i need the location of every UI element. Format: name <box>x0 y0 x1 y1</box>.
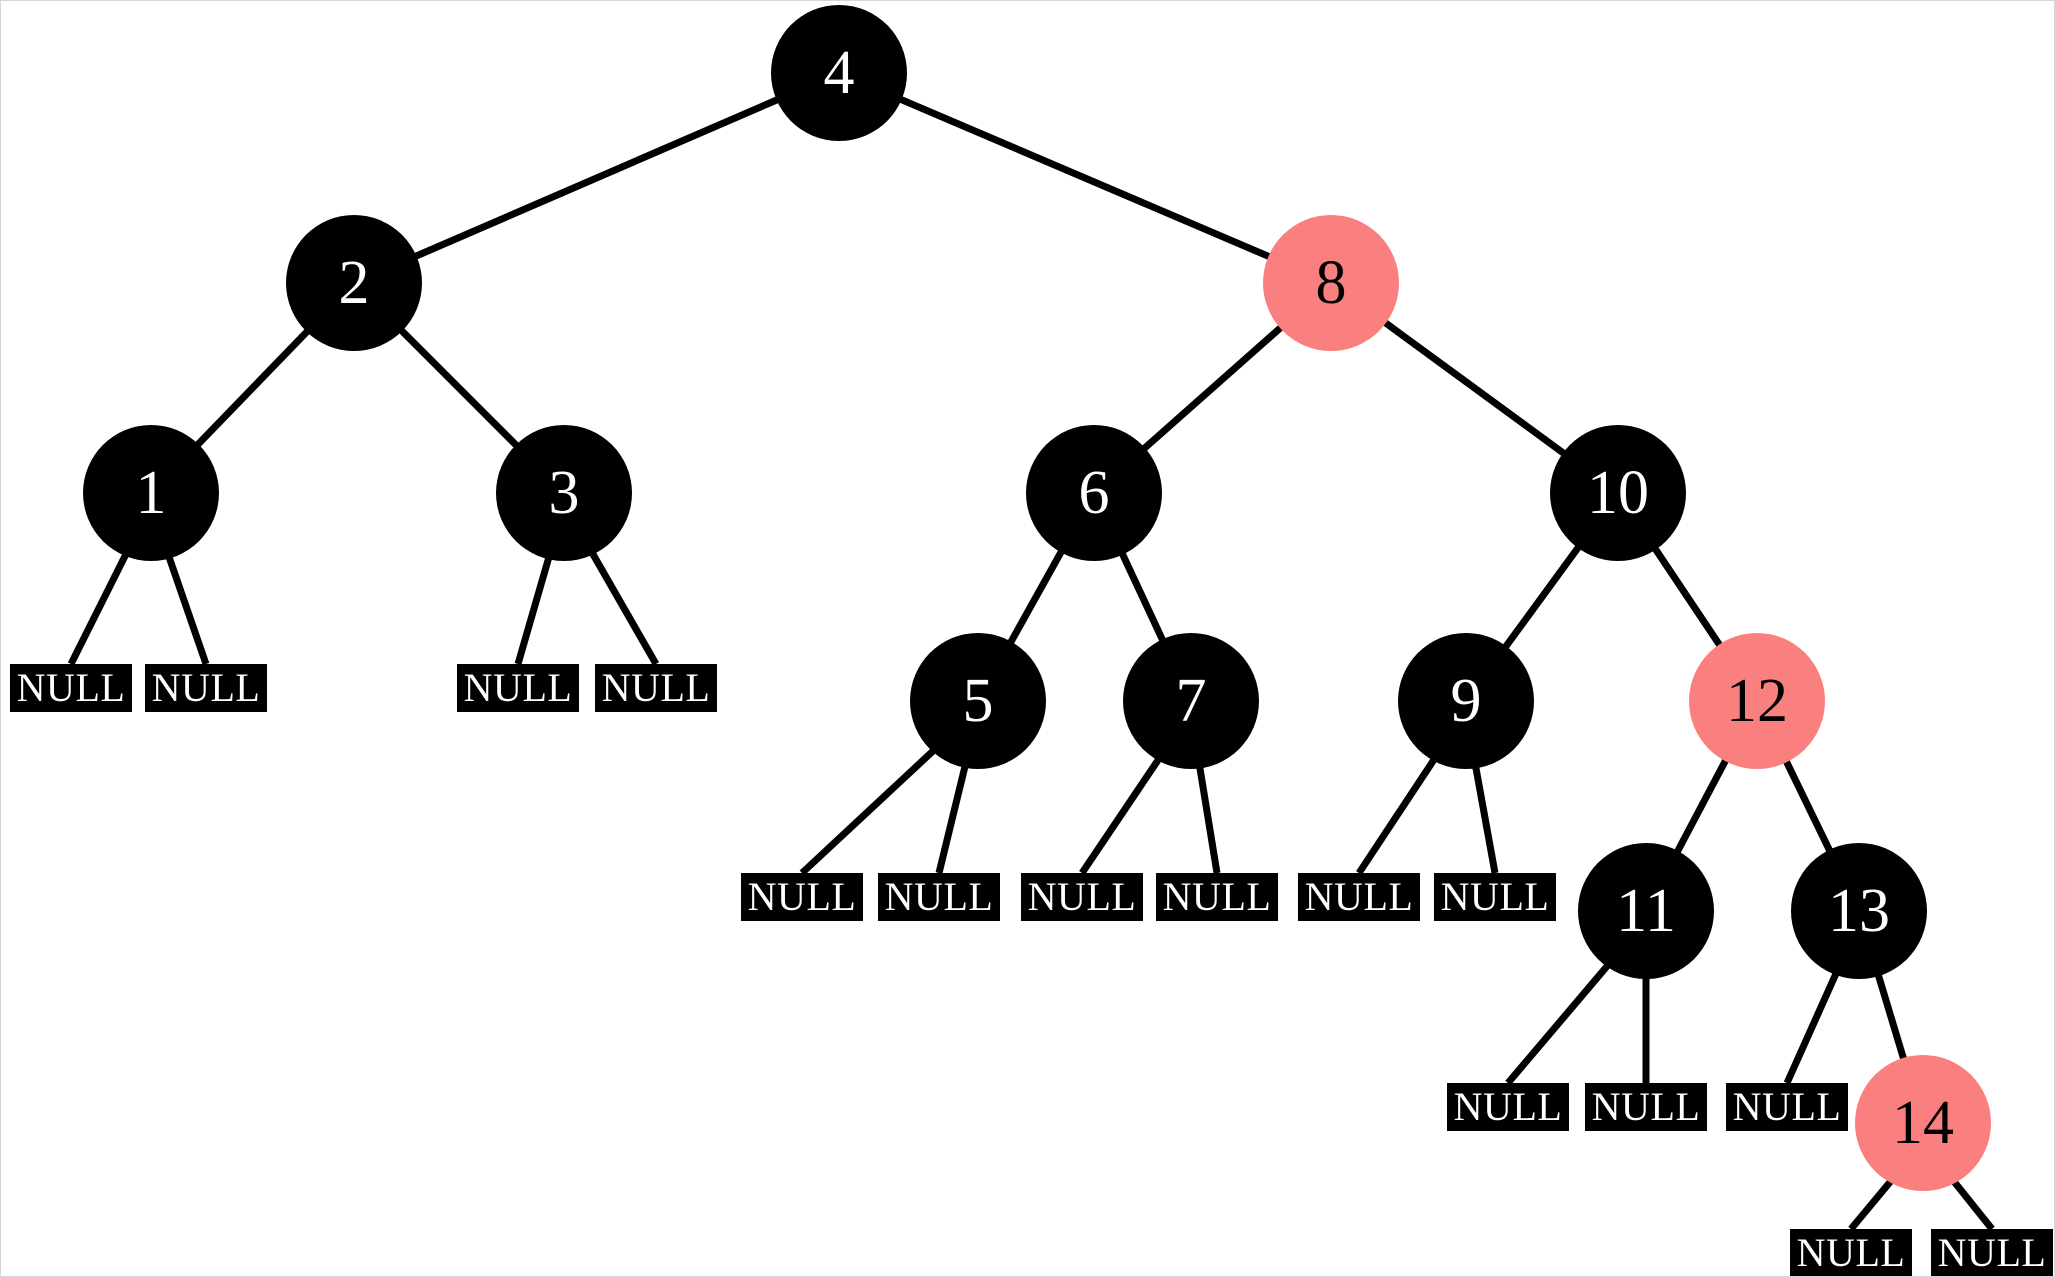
tree-node-14[interactable]: 14 <box>1855 1055 1991 1191</box>
tree-null-leaf: NULL <box>1931 1229 2053 1276</box>
tree-edge-2-to-1 <box>194 328 311 448</box>
tree-edge-10-to-9 <box>1502 544 1582 650</box>
tree-null-label: NULL <box>1453 1084 1563 1129</box>
tree-null-label: NULL <box>1304 874 1414 919</box>
tree-edge-8-to-6 <box>1141 324 1284 452</box>
tree-null-label: NULL <box>1162 874 1272 919</box>
tree-edge-4-to-8 <box>898 95 1272 261</box>
tree-edge-13-to-14 <box>1874 973 1908 1061</box>
tree-edge-1-to-null <box>165 555 210 666</box>
tree-null-label: NULL <box>884 874 994 919</box>
tree-null-label: NULL <box>601 665 711 710</box>
tree-node-label: 6 <box>1078 459 1110 527</box>
tree-edge-9-to-null <box>1472 766 1499 874</box>
tree-node-6[interactable]: 6 <box>1026 425 1162 561</box>
tree-null-leaf: NULL <box>1447 1083 1569 1131</box>
tree-node-3[interactable]: 3 <box>496 425 632 561</box>
tree-null-label: NULL <box>1937 1230 2047 1275</box>
tree-node-label: 4 <box>823 39 855 107</box>
tree-edge-7-to-null <box>1079 757 1162 875</box>
tree-edge-6-to-7 <box>1118 551 1167 643</box>
tree-null-leaf: NULL <box>1434 873 1556 921</box>
tree-null-leaf: NULL <box>595 664 717 712</box>
tree-node-label: 5 <box>962 667 994 735</box>
tree-null-leaf: NULL <box>1585 1083 1707 1131</box>
tree-node-7[interactable]: 7 <box>1123 633 1259 769</box>
tree-node-label: 1 <box>135 459 167 527</box>
tree-edge-5-to-null <box>935 765 969 874</box>
tree-node-label: 2 <box>338 249 370 317</box>
tree-node-4[interactable]: 4 <box>771 5 907 141</box>
tree-null-leaf: NULL <box>1021 873 1143 921</box>
tree-edge-10-to-12 <box>1652 546 1723 648</box>
tree-null-leaf: NULL <box>741 873 863 921</box>
tree-node-label: 9 <box>1450 667 1482 735</box>
tree-null-leaf: NULL <box>878 873 1000 921</box>
tree-node-9[interactable]: 9 <box>1398 633 1534 769</box>
tree-node-label: 8 <box>1315 249 1347 317</box>
tree-null-label: NULL <box>1027 874 1137 919</box>
tree-null-leaf: NULL <box>10 664 132 712</box>
tree-edge-2-to-3 <box>398 327 520 449</box>
tree-edge-3-to-null <box>514 556 553 665</box>
tree-edge-5-to-null <box>799 748 936 876</box>
tree-null-label: NULL <box>463 665 573 710</box>
tree-node-13[interactable]: 13 <box>1791 843 1927 979</box>
tree-edge-11-to-null <box>1505 963 1611 1086</box>
tree-node-1[interactable]: 1 <box>83 425 219 561</box>
tree-node-8[interactable]: 8 <box>1263 215 1399 351</box>
tree-null-label: NULL <box>1440 874 1550 919</box>
tree-edge-1-to-null <box>67 553 129 666</box>
tree-node-11[interactable]: 11 <box>1578 843 1714 979</box>
tree-null-leaf: NULL <box>1156 873 1278 921</box>
tree-node-label: 14 <box>1892 1089 1954 1157</box>
tree-node-2[interactable]: 2 <box>286 215 422 351</box>
tree-node-5[interactable]: 5 <box>910 633 1046 769</box>
tree-edge-7-to-null <box>1196 766 1221 874</box>
tree-node-label: 11 <box>1616 877 1676 945</box>
tree-node-10[interactable]: 10 <box>1550 425 1686 561</box>
tree-edge-14-to-null <box>1951 1179 1995 1232</box>
tree-null-label: NULL <box>1796 1230 1906 1275</box>
tree-edge-4-to-2 <box>413 96 780 260</box>
tree-node-label: 7 <box>1175 667 1207 735</box>
tree-node-label: 10 <box>1587 459 1649 527</box>
tree-node-label: 12 <box>1726 667 1788 735</box>
tree-node-label: 3 <box>548 459 580 527</box>
tree-edge-3-to-null <box>589 551 660 666</box>
tree-edge-12-to-13 <box>1782 759 1834 853</box>
tree-null-leaf: NULL <box>457 664 579 712</box>
tree-null-label: NULL <box>16 665 126 710</box>
tree-edge-9-to-null <box>1356 757 1437 875</box>
tree-edge-6-to-5 <box>1007 549 1065 645</box>
tree-null-label: NULL <box>1591 1084 1701 1129</box>
tree-null-leaf: NULL <box>1790 1229 1912 1276</box>
tree-edge-14-to-null <box>1848 1179 1894 1232</box>
tree-edge-12-to-11 <box>1674 758 1729 854</box>
tree-null-leaf: NULL <box>1726 1083 1848 1131</box>
tree-node-12[interactable]: 12 <box>1689 633 1825 769</box>
tree-null-label: NULL <box>747 874 857 919</box>
tree-null-leaf: NULL <box>1298 873 1420 921</box>
tree-edge-8-to-10 <box>1382 319 1567 457</box>
tree-null-label: NULL <box>151 665 261 710</box>
tree-null-label: NULL <box>1732 1084 1842 1129</box>
tree-node-label: 13 <box>1828 877 1890 945</box>
tree-edge-13-to-null <box>1783 972 1840 1085</box>
tree-null-leaf: NULL <box>145 664 267 712</box>
